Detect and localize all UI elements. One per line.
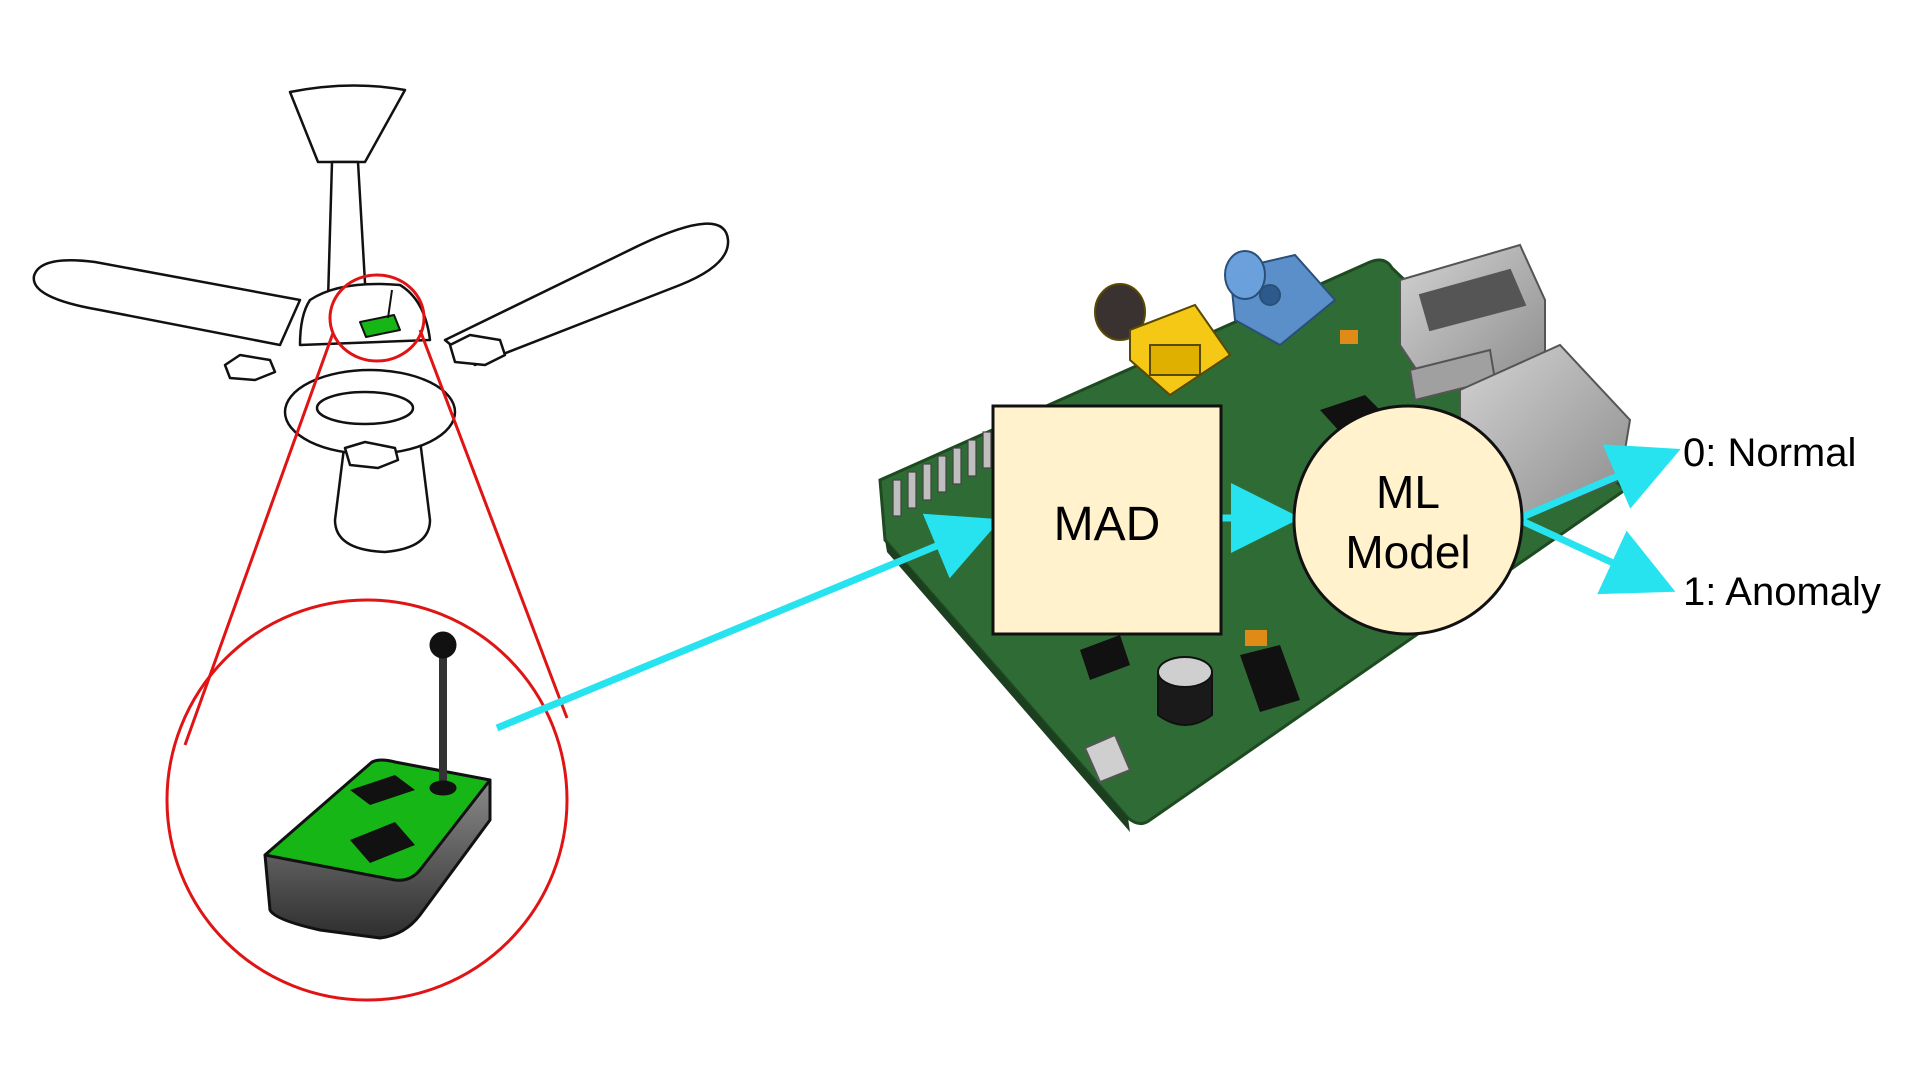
ml-model-label-line1: ML (1376, 466, 1440, 518)
mad-block: MAD (991, 404, 1223, 636)
output-anomaly-label: 1: Anomaly (1683, 570, 1881, 614)
output-normal-label: 0: Normal (1683, 431, 1856, 475)
zoom-callout (165, 273, 569, 1002)
wireless-sensor-icon (263, 631, 492, 940)
sensor-to-mad-arrow (495, 513, 1001, 732)
ml-model-block: ML Model (1292, 404, 1524, 636)
model-to-normal-arrow (1518, 444, 1681, 522)
mad-label: MAD (1054, 498, 1161, 551)
ceiling-fan-icon (32, 84, 730, 554)
ml-model-label-line2: Model (1345, 526, 1470, 578)
connection-arrows (495, 444, 1681, 732)
model-to-anomaly-arrow (1518, 516, 1676, 595)
